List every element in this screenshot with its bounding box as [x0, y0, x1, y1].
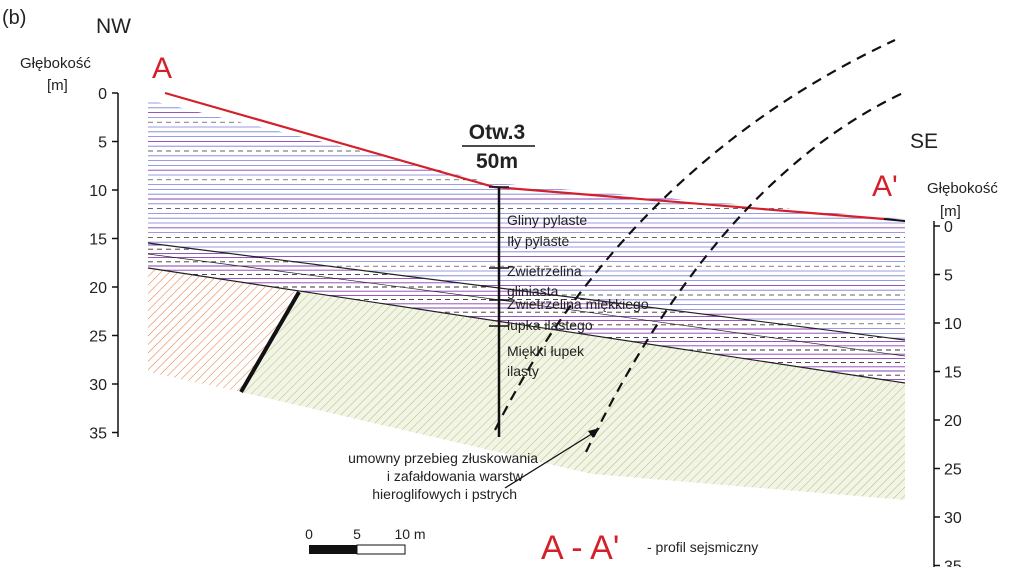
right-axis-tick-label: 35 — [944, 559, 962, 567]
layer-2-line1: Zwietrzelina — [507, 263, 582, 279]
left-depth-axis: 0 5 10 15 20 25 30 35 Głębokość [m] — [20, 55, 119, 443]
orientation-se: SE — [910, 130, 938, 153]
legend: A - A' - profil sejsmiczny — [541, 529, 758, 567]
layer-labels: Gliny pylaste Iły pylaste Zwietrzelina g… — [507, 212, 649, 379]
right-axis-title-2: [m] — [940, 203, 961, 220]
layer-3-line1: Zwietrzelina miękkiego — [507, 296, 649, 312]
layer-1-line2: Iły pylaste — [507, 233, 569, 249]
right-axis-tick-label: 5 — [944, 268, 953, 285]
orientation-nw: NW — [96, 15, 131, 38]
annotation-arrow-shaft — [504, 429, 599, 489]
layer-2-line2: gliniasta — [507, 283, 559, 299]
orange-hatched-rock — [148, 268, 299, 392]
layer-1-line1: Gliny pylaste — [507, 212, 587, 228]
left-axis-tick-label: 30 — [89, 377, 107, 394]
annotation-line1: umowny przebieg złuskowania — [348, 450, 538, 466]
left-axis-title-1: Głębokość — [20, 55, 91, 72]
green-hatched-shale — [241, 292, 905, 500]
scale-bar-black — [309, 545, 357, 554]
scale-bar-white — [356, 544, 406, 555]
thrust-annotation: umowny przebieg złuskowania i zafałdowan… — [348, 428, 600, 502]
layer-boundary-upper — [147, 242, 906, 341]
borehole-depth: 50m — [476, 150, 518, 173]
legend-text: - profil sejsmiczny — [647, 539, 758, 555]
right-axis-title-1: Głębokość — [927, 180, 998, 197]
right-axis-tick-label: 30 — [944, 510, 962, 527]
layer-4-line1: Miękki łupek — [507, 343, 585, 359]
scale-label-0: 0 — [305, 526, 313, 542]
left-axis-tick-label: 25 — [89, 329, 107, 346]
right-axis-tick-label: 20 — [944, 413, 962, 430]
profile-start-label: A — [152, 52, 172, 85]
layer-3-line2: łupka ilastego — [507, 317, 593, 333]
right-axis-tick-label: 15 — [944, 365, 962, 382]
left-axis-title-2: [m] — [47, 77, 68, 94]
scale-label-10: 10 m — [394, 526, 425, 542]
profile-end-label: A' — [872, 170, 898, 203]
scale-bar: 0 5 10 m — [305, 526, 426, 555]
right-axis-tick-label: 0 — [944, 219, 953, 236]
profile-end-tick — [883, 218, 906, 222]
annotation-arrowhead — [588, 428, 600, 438]
panel-label: (b) — [2, 7, 26, 29]
legend-symbol: A - A' — [541, 529, 619, 567]
left-axis-tick-label: 15 — [89, 232, 107, 249]
borehole: Otw.3 50m — [462, 121, 535, 437]
left-axis-tick-label: 10 — [89, 183, 107, 200]
left-axis-tick-label: 35 — [89, 426, 107, 443]
borehole-name: Otw.3 — [469, 121, 525, 144]
scale-label-5: 5 — [353, 526, 361, 542]
layer-4-line2: ilasty — [507, 363, 539, 379]
thrust-trace-2 — [585, 91, 906, 453]
left-axis-tick-label: 20 — [89, 280, 107, 297]
right-depth-axis: 0 5 10 15 20 25 30 35 Głębokość [m] — [927, 180, 998, 567]
left-axis-tick-label: 5 — [98, 135, 107, 152]
annotation-line3: hieroglifowych i pstrych — [372, 486, 517, 502]
layer-boundary-lower — [147, 267, 906, 384]
annotation-line2: i zafałdowania warstw — [387, 468, 524, 484]
fault-line — [239, 290, 301, 394]
right-axis-tick-label: 10 — [944, 316, 962, 333]
right-axis-tick-label: 25 — [944, 462, 962, 479]
left-axis-tick-label: 0 — [98, 86, 107, 103]
